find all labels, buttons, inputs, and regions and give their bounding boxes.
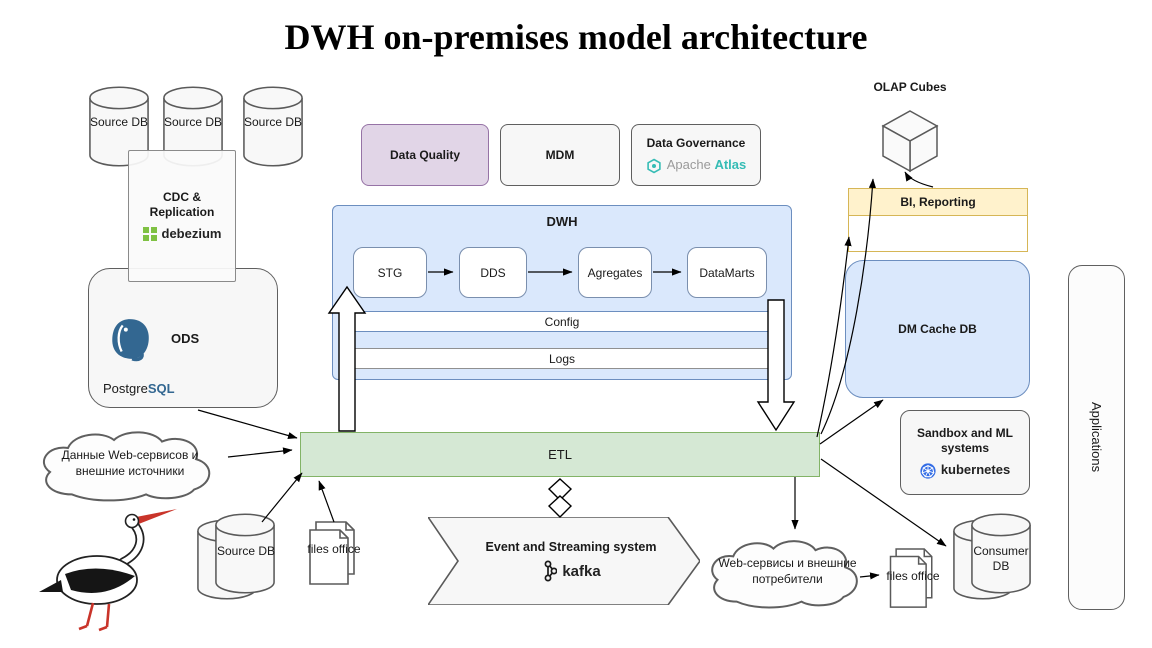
stage-agregates: Agregates	[578, 247, 652, 298]
documents-icon	[889, 548, 933, 608]
bi-reporting-label: BI, Reporting	[848, 188, 1028, 216]
bidirectional-connector-top	[547, 478, 573, 501]
cloud-shape-icon	[30, 424, 230, 504]
debezium-grid-icon	[142, 227, 157, 241]
atlas-hexagon-icon	[647, 158, 661, 173]
debezium-wordmark: debezium	[161, 225, 222, 241]
cdc-replication-label: CDC & Replication	[149, 189, 215, 219]
olap-cubes-node: OLAP Cubes	[858, 74, 962, 176]
etl-label: ETL	[548, 447, 572, 462]
arrow-files-to-etl	[318, 480, 335, 523]
apache-atlas-logo: Apache Atlas	[646, 157, 747, 173]
kubernetes-helm-icon	[920, 462, 936, 479]
documents-icon	[309, 521, 355, 585]
config-label: Config	[544, 314, 580, 329]
data-quality-label: Data Quality	[389, 147, 461, 162]
files-office-label: files office	[307, 542, 361, 556]
web-services-sources-cloud: Данные Web-сервисов и внешние источники	[30, 424, 230, 504]
debezium-logo: debezium	[142, 225, 222, 242]
sandbox-ml-label: Sandbox and ML systems	[917, 426, 1013, 456]
web-services-consumers-cloud: Web-сервисы и внешние потребители	[700, 533, 875, 611]
data-governance-label: Data Governance	[646, 136, 746, 151]
bi-reporting-body	[848, 215, 1028, 252]
cylinder-shape-icon	[243, 86, 303, 167]
dds-label: DDS	[480, 265, 506, 280]
source-db-label: Source DB	[243, 115, 303, 129]
cylinder-shape-icon	[163, 86, 223, 167]
files-office-left: files office	[302, 518, 366, 590]
mdm-label: MDM	[545, 147, 575, 162]
event-streaming-node: Event and Streaming system kafka	[428, 517, 700, 605]
mdm-node: MDM	[500, 124, 620, 186]
arrow-sources-cloud-to-etl	[227, 447, 293, 458]
consumer-db-label: Consumer DB	[973, 544, 1029, 573]
etl-bar: ETL	[300, 432, 820, 477]
source-db-label: Source DB	[216, 544, 276, 558]
kafka-icon	[544, 560, 558, 582]
files-office-right: files office	[883, 545, 943, 613]
source-db-stack: Source DB	[196, 512, 278, 606]
web-services-consumers-label: Web-сервисы и внешние потребители	[718, 556, 857, 586]
logs-bar: Logs	[353, 348, 771, 369]
olap-cubes-label: OLAP Cubes	[873, 80, 947, 94]
sandbox-ml-node: Sandbox and ML systems kubernetes	[900, 410, 1030, 495]
source-db-cylinder-3: Source DB	[242, 85, 304, 169]
cylinder-shape-icon	[971, 513, 1031, 594]
page-title: DWH on-premises model architecture	[284, 17, 868, 57]
chevron-banner-icon	[428, 517, 700, 605]
stork-illustration	[39, 509, 177, 632]
stage-datamarts: DataMarts	[687, 247, 767, 298]
files-office-label: files office	[886, 569, 940, 583]
dm-cache-db-label: DM Cache DB	[898, 321, 977, 336]
postgre-text: Postgre	[103, 381, 148, 396]
source-db-cylinder-1: Source DB	[88, 85, 150, 169]
data-quality-node: Data Quality	[361, 124, 489, 186]
arrow-etl-to-dm-cache	[819, 399, 884, 445]
dwh-label: DWH	[546, 214, 578, 229]
source-db-label: Source DB	[89, 115, 149, 129]
apache-text: Apache	[666, 157, 711, 173]
config-bar: Config	[353, 311, 771, 332]
bi-reporting-node: BI, Reporting	[848, 188, 1028, 252]
data-governance-node: Data Governance Apache Atlas	[631, 124, 761, 186]
ods-label: ODS	[171, 331, 200, 346]
kafka-logo: kafka	[541, 560, 601, 582]
kubernetes-logo: kubernetes	[920, 462, 1011, 479]
atlas-text: Atlas	[714, 157, 747, 173]
kubernetes-wordmark: kubernetes	[940, 462, 1011, 478]
applications-node: Applications	[1068, 265, 1125, 610]
cylinder-shape-icon	[215, 513, 275, 594]
source-db-cylinder-2: Source DB	[162, 85, 224, 169]
dm-cache-db-node: DM Cache DB	[845, 260, 1030, 398]
bidirectional-connector-bottom	[547, 495, 573, 518]
kafka-wordmark: kafka	[562, 562, 601, 580]
stage-dds: DDS	[459, 247, 527, 298]
cloud-shape-icon	[700, 533, 875, 611]
ods-node: ODS PostgreSQL	[88, 268, 278, 408]
stage-stg: STG	[353, 247, 427, 298]
cube-icon	[881, 110, 939, 173]
consumer-db-stack: Consumer DB	[952, 512, 1032, 606]
postgresql-elephant-icon	[112, 319, 149, 362]
dwh-container: DWH STG DDS Agregates DataMarts Config L…	[332, 205, 792, 380]
sql-text: SQL	[147, 381, 175, 396]
datamarts-label: DataMarts	[699, 265, 755, 280]
logs-label: Logs	[548, 351, 576, 366]
event-streaming-label: Event and Streaming system	[485, 540, 657, 554]
web-services-sources-label: Данные Web-сервисов и внешние источники	[61, 448, 199, 478]
cdc-replication-node: CDC & Replication debezium	[128, 150, 236, 282]
applications-label: Applications	[1089, 402, 1104, 473]
source-db-label: Source DB	[163, 115, 223, 129]
agregates-label: Agregates	[587, 265, 643, 280]
cylinder-shape-icon	[89, 86, 149, 167]
stg-label: STG	[377, 265, 403, 280]
postgresql-wordmark: PostgreSQL	[103, 381, 175, 396]
